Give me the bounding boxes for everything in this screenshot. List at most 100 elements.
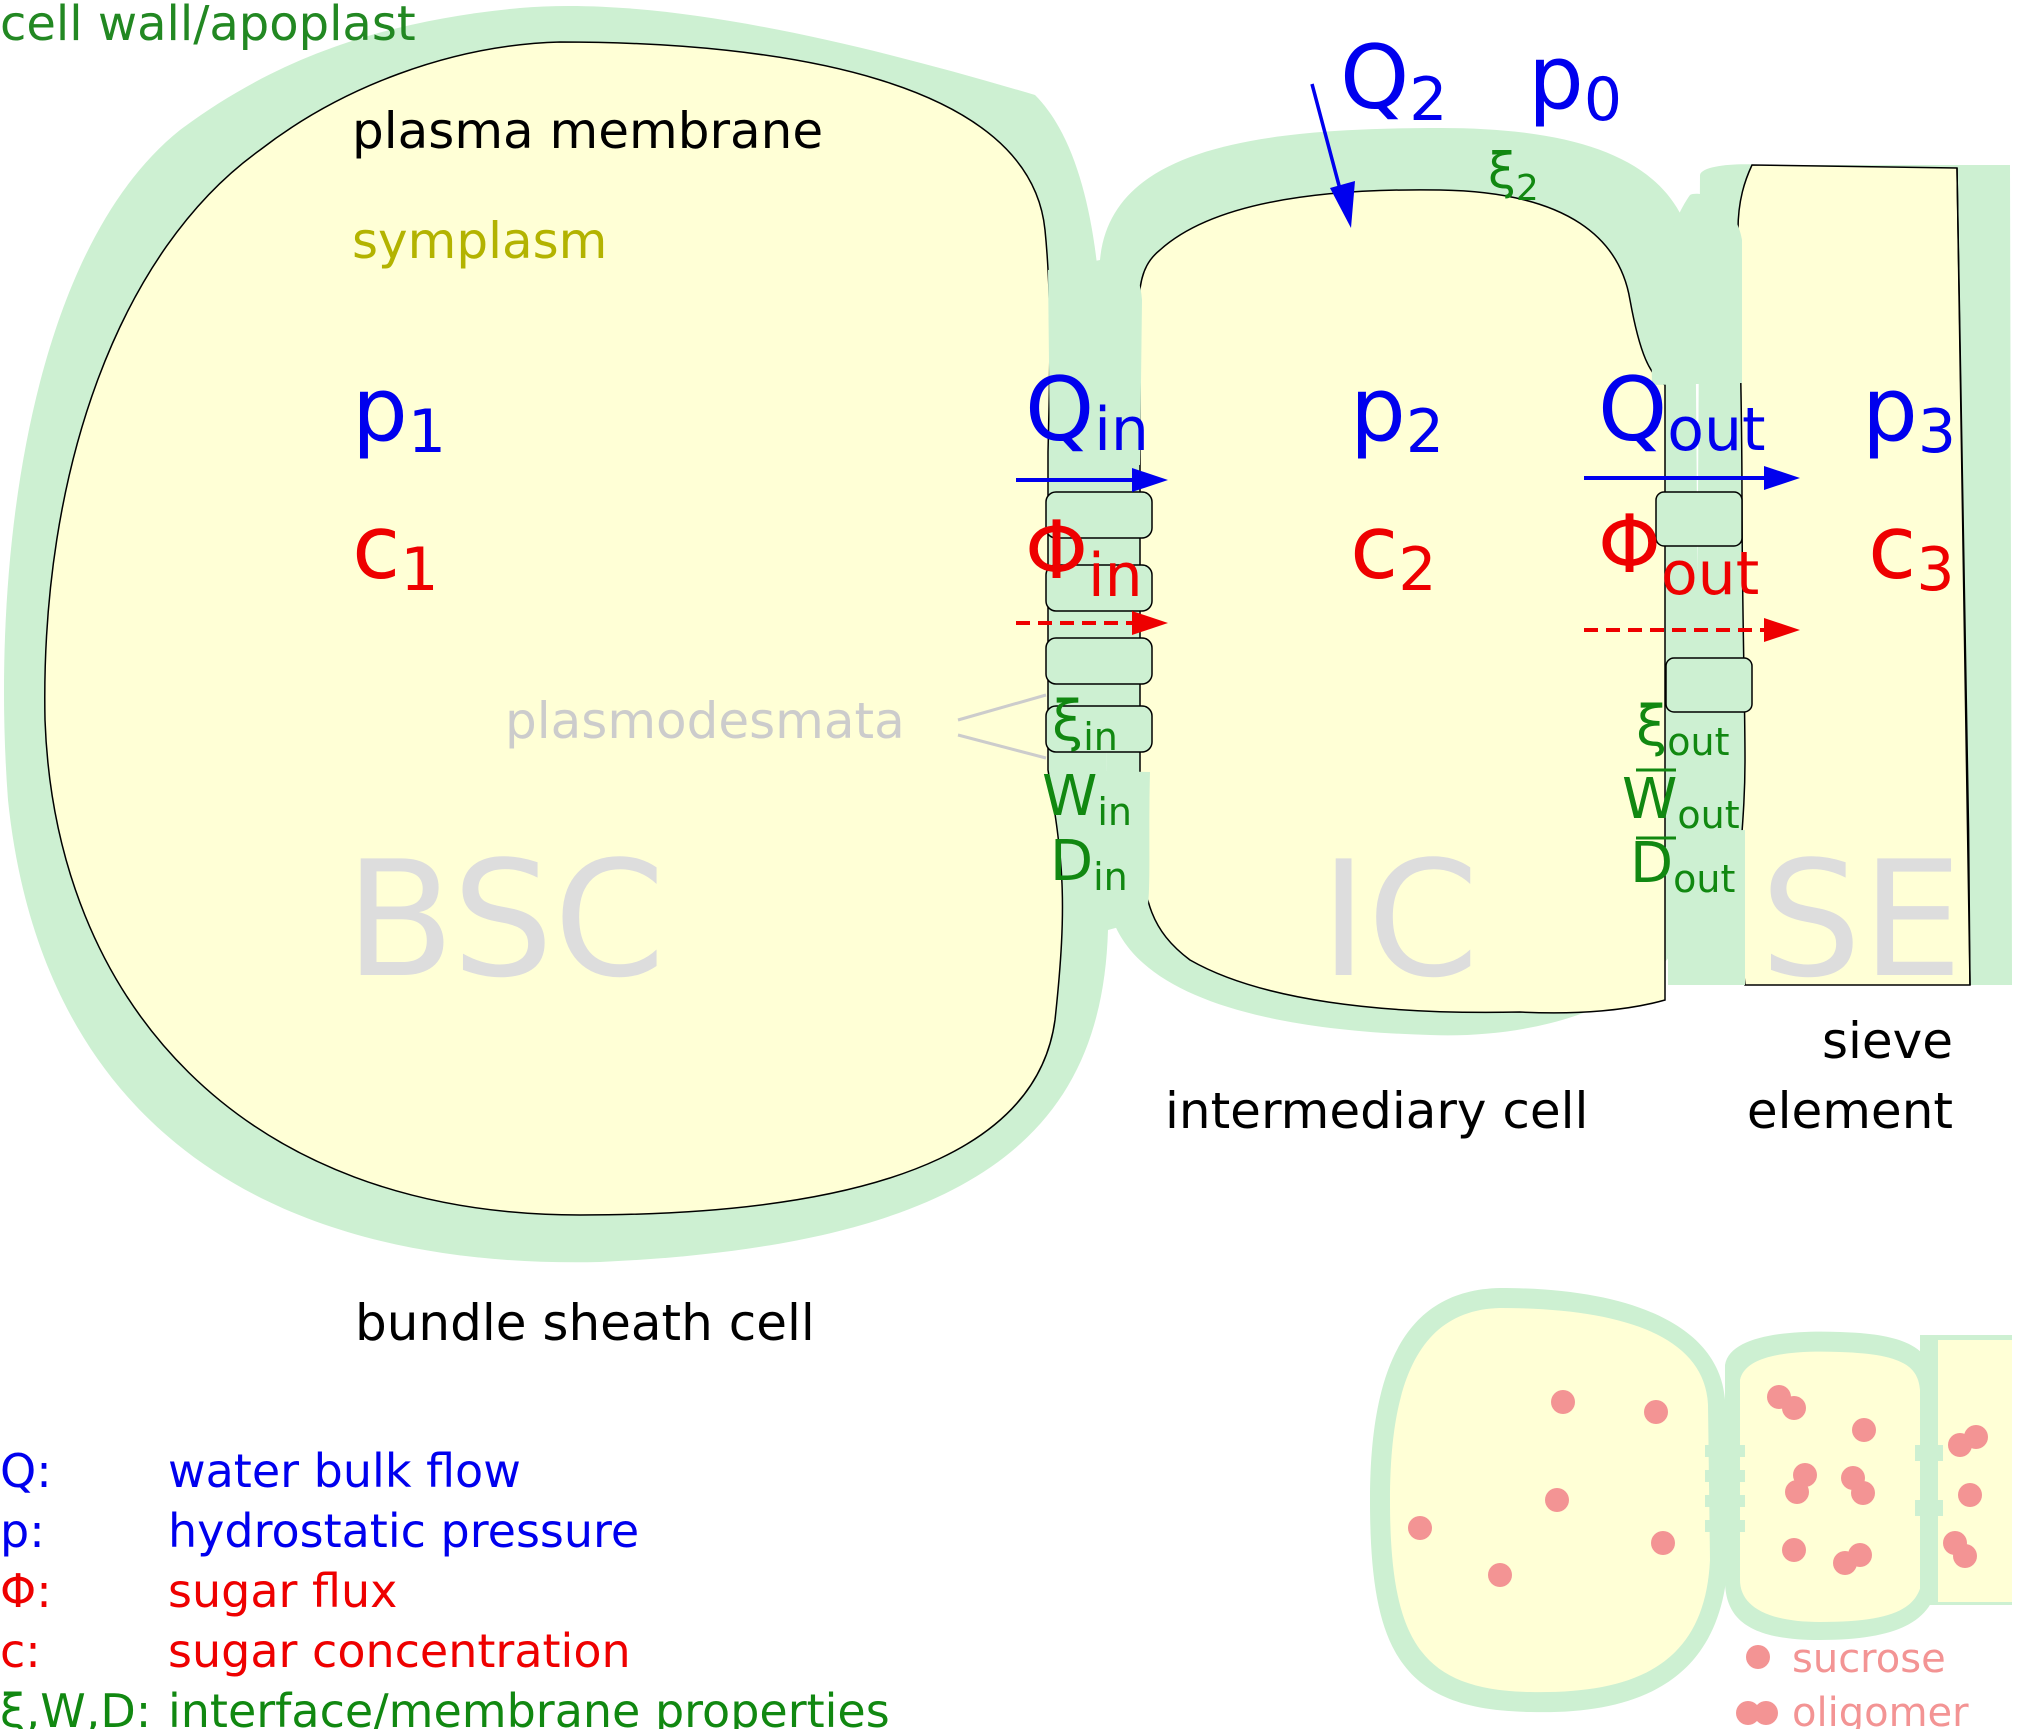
plasma-membrane-label: plasma membrane <box>352 102 823 160</box>
din-symbol: D <box>1050 829 1093 894</box>
c2-label: c2 <box>1350 496 1437 605</box>
plasmodesmata-label: plasmodesmata <box>505 692 905 750</box>
bsc-symplasm <box>44 41 1064 1216</box>
sieve-label: sieve <box>1822 1012 1953 1070</box>
p1-label: p1 <box>352 358 446 467</box>
xiin-symbol: ξ <box>1052 689 1083 754</box>
legend-key: c: <box>0 1624 41 1678</box>
symplasm-label: symplasm <box>352 212 607 270</box>
dout-subscript: out <box>1673 857 1735 901</box>
oligomer-particle <box>1964 1425 1988 1449</box>
legend-description: water bulk flow <box>168 1444 521 1498</box>
qout-arrowhead <box>1764 466 1800 490</box>
din-label: Din <box>1050 829 1128 899</box>
p2-symbol: p <box>1350 358 1406 461</box>
c3-symbol: c <box>1868 496 1916 599</box>
inset-pd-4 <box>1705 1520 1745 1532</box>
q2-subscript: 2 <box>1409 65 1447 135</box>
inset-pd-5 <box>1915 1445 1943 1461</box>
q2-symbol: Q <box>1340 26 1409 129</box>
win-subscript: in <box>1097 790 1132 834</box>
qin-subscript: in <box>1094 395 1149 465</box>
sucrose-particle <box>1408 1516 1432 1540</box>
q2-arrow <box>1310 83 1355 228</box>
qout-subscript: out <box>1667 395 1765 465</box>
qin-label: Qin <box>1025 358 1149 465</box>
q2-arrowhead <box>1330 181 1355 228</box>
p3-label: p3 <box>1862 358 1956 467</box>
plasmodesma-3 <box>1045 637 1153 685</box>
oligomer-particle <box>1953 1544 1977 1568</box>
inset-pd-1 <box>1705 1445 1745 1457</box>
legend-description: interface/membrane properties <box>168 1684 890 1729</box>
win-symbol: W <box>1042 764 1097 829</box>
c2-symbol: c <box>1350 496 1398 599</box>
ic-se-interface <box>1651 193 1753 985</box>
sucrose-particle <box>1488 1563 1512 1587</box>
ic-symplasm <box>1137 189 1666 1014</box>
plasmodesma-2 <box>1045 564 1153 612</box>
plasmodesma-6 <box>1665 657 1753 713</box>
oligomer-particle <box>1848 1543 1872 1567</box>
xiout-subscript: out <box>1667 720 1729 764</box>
phiout-arrowhead <box>1764 618 1800 642</box>
oligomer-particle <box>1785 1480 1809 1504</box>
wout-symbol: W <box>1622 767 1677 832</box>
oligomer-particle <box>1782 1396 1806 1420</box>
sucrose-particle <box>1958 1483 1982 1507</box>
c1-label: c1 <box>352 496 439 605</box>
inset-pd-2 <box>1705 1470 1745 1482</box>
xi2-subscript: 2 <box>1516 168 1539 209</box>
phiin-arrow <box>1016 611 1168 635</box>
din-subscript: in <box>1093 855 1128 899</box>
p2-subscript: 2 <box>1406 397 1444 467</box>
legend-description: hydrostatic pressure <box>168 1504 639 1558</box>
wout-label: Wout <box>1622 767 1740 837</box>
se-watermark: SE <box>1760 826 1963 1013</box>
bsc-ic-wall-upper <box>1048 256 1142 465</box>
win-label: Win <box>1042 764 1132 834</box>
qout-symbol: Q <box>1598 358 1667 461</box>
xiin-subscript: in <box>1083 715 1118 759</box>
inset-pd-6 <box>1915 1500 1943 1516</box>
xi2-symbol: ξ <box>1488 142 1516 200</box>
plasmodesma-4 <box>1045 705 1153 753</box>
oligomer-legend-dot-2 <box>1754 1701 1778 1725</box>
sucrose-particle <box>1852 1418 1876 1442</box>
q2-label: Q2 <box>1340 26 1447 135</box>
legend-key: ξ,W,D: <box>0 1684 151 1729</box>
plasmodesma-5 <box>1655 491 1743 547</box>
inset-pd-3 <box>1705 1495 1745 1507</box>
plasmodesmata-pointer-1 <box>957 693 1047 722</box>
c1-symbol: c <box>352 496 400 599</box>
phiout-label: Φout <box>1598 498 1759 609</box>
dout-symbol: D <box>1630 831 1673 896</box>
bundle-sheath-cell-label: bundle sheath cell <box>355 1294 815 1352</box>
element-label: element <box>1747 1082 1953 1140</box>
qout-label: Qout <box>1598 358 1766 465</box>
sucrose-particle <box>1644 1400 1668 1424</box>
c3-label: c3 <box>1868 496 1955 605</box>
oligomer-particle <box>1851 1481 1875 1505</box>
p0-label: p0 <box>1528 26 1622 135</box>
phiin-label: Φin <box>1025 504 1143 611</box>
legend-description: sugar concentration <box>168 1624 631 1678</box>
sucrose-legend-label: sucrose <box>1792 1636 1946 1682</box>
sucrose-particle <box>1551 1390 1575 1414</box>
symplasm-areas <box>44 41 1971 1216</box>
c2-subscript: 2 <box>1398 535 1436 605</box>
phiout-symbol: Φ <box>1598 498 1661 591</box>
dout-label: Dout <box>1630 831 1735 901</box>
p2-label: p2 <box>1350 358 1444 467</box>
legend-key: Q: <box>0 1444 52 1498</box>
qin-arrow <box>1016 468 1168 492</box>
bsc-watermark: BSC <box>345 826 665 1013</box>
sucrose-particle <box>1651 1531 1675 1555</box>
phiin-symbol: Φ <box>1025 504 1088 597</box>
sucrose-particle <box>1545 1488 1569 1512</box>
p3-symbol: p <box>1862 358 1918 461</box>
sucrose-particle <box>1782 1538 1806 1562</box>
c3-subscript: 3 <box>1916 535 1954 605</box>
